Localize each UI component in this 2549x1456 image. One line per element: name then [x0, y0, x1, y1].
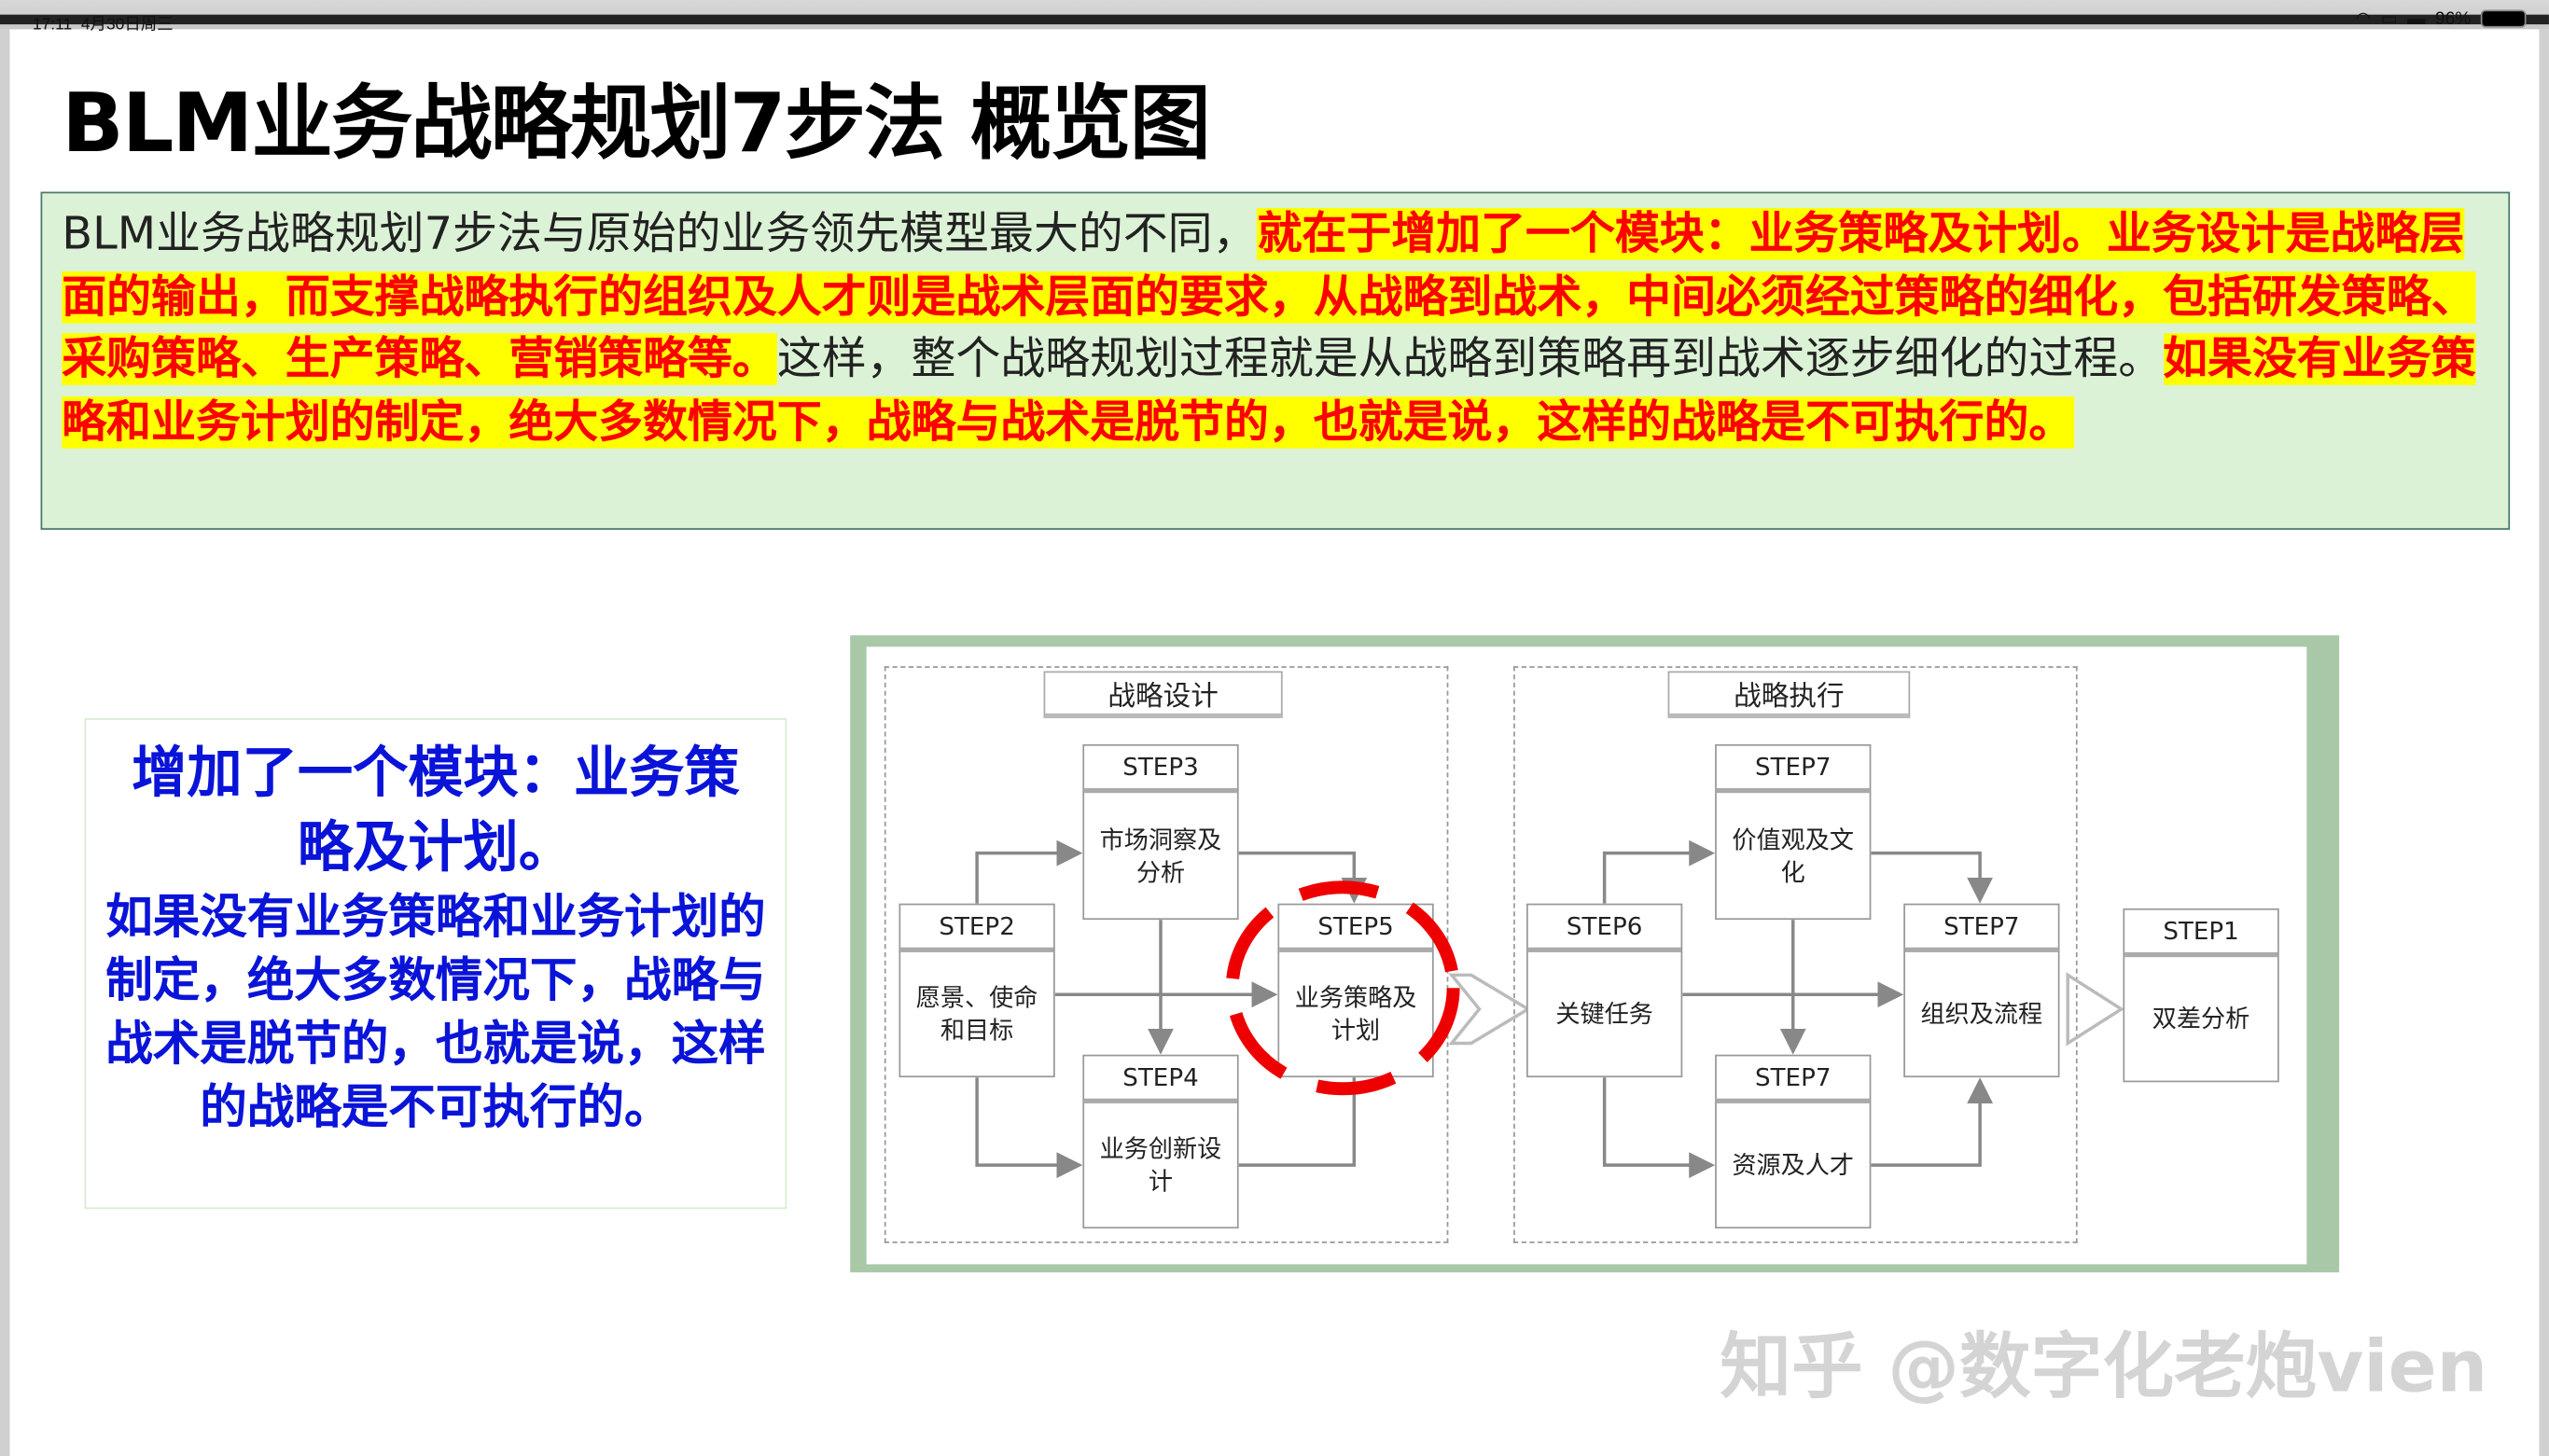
step7-resources-text: 资源及人才	[1732, 1150, 1855, 1180]
arrow-step6-step7a	[1602, 839, 1716, 904]
execution-group	[1513, 666, 2078, 1243]
step1-box: STEP1 双差分析	[2123, 908, 2279, 1083]
step4-box: STEP4 业务创新设计	[1082, 1054, 1239, 1229]
watermark: 知乎 @数字化老炮vien	[1720, 1325, 2488, 1409]
frame-edge-left	[0, 29, 10, 1456]
battery-percent: 96%	[2434, 8, 2472, 29]
battery-icon	[2480, 9, 2527, 28]
wifi-icon: ◠	[2355, 9, 2372, 30]
hollow-arrow-design-to-exec	[1448, 973, 1532, 1046]
arrow-step7a-step7c	[1871, 851, 1994, 904]
step5-label: STEP5	[1279, 905, 1432, 952]
step7-culture-label: STEP7	[1716, 746, 1870, 794]
step7-culture-text: 价值观及文化	[1732, 825, 1855, 887]
step2-label: STEP2	[900, 905, 1054, 952]
step7-organization-box: STEP7 组织及流程	[1903, 903, 2060, 1078]
arrow-step2-step4	[975, 1077, 1083, 1179]
status-bar-band	[0, 14, 2549, 25]
bed-icon: ▬	[2407, 8, 2426, 29]
status-time: 17:11	[32, 16, 73, 35]
step5-text: 业务策略及计划	[1294, 983, 1417, 1046]
arrow-step7b-step7c	[1871, 1077, 1994, 1167]
step3-box: STEP3 市场洞察及分析	[1082, 743, 1239, 921]
step2-text: 愿景、使命和目标	[915, 983, 1038, 1046]
step3-text: 市场洞察及分析	[1099, 825, 1222, 887]
step1-text: 双差分析	[2152, 1004, 2250, 1034]
line-step4-step5	[1238, 1077, 1357, 1167]
step6-label: STEP6	[1527, 905, 1681, 952]
page-title: BLM业务战略规划7步法 概览图	[62, 76, 1211, 171]
execution-label: 战略执行	[1667, 671, 1911, 719]
step7-culture-box: STEP7 价值观及文化	[1715, 743, 1872, 921]
arrow-step6-step7b	[1602, 1077, 1716, 1179]
step7-resources-box: STEP7 资源及人才	[1715, 1054, 1872, 1229]
step6-text: 关键任务	[1555, 999, 1653, 1029]
status-time-date: 17:11 4月30日周三	[33, 9, 174, 34]
arrow-step2-step3	[975, 839, 1083, 904]
step7-organization-text: 组织及流程	[1920, 999, 2043, 1029]
side-note-body: 如果没有业务策略和业务计划的制定，绝大多数情况下，战略与战术是脱节的，也就是说，…	[105, 888, 766, 1135]
step7-resources-label: STEP7	[1716, 1056, 1870, 1103]
step6-box: STEP6 关键任务	[1526, 903, 1683, 1078]
summary-text-2: 这样，整个战略规划过程就是从战略到策略再到战术逐步细化的过程。	[776, 333, 2164, 385]
step4-label: STEP4	[1084, 1056, 1237, 1103]
step1-label: STEP1	[2124, 910, 2277, 958]
side-note: 增加了一个模块：业务策略及计划。 如果没有业务策略和业务计划的制定，绝大多数情况…	[84, 718, 787, 1210]
step3-label: STEP3	[1084, 746, 1237, 794]
status-indicators: ◠ ▭ ▬ 96%	[2356, 8, 2527, 30]
design-label: 战略设计	[1043, 671, 1283, 719]
summary-text-1: BLM业务战略规划7步法与原始的业务领先模型最大的不同，	[62, 208, 1258, 260]
step4-text: 业务创新设计	[1099, 1134, 1222, 1197]
step7-organization-label: STEP7	[1904, 905, 2058, 952]
status-date: 4月30日周三	[80, 16, 174, 35]
step5-box: STEP5 业务策略及计划	[1277, 903, 1434, 1078]
airplay-icon: ▭	[2380, 9, 2398, 30]
hollow-arrow-exec-to-step1	[2066, 972, 2124, 1047]
step2-box: STEP2 愿景、使命和目标	[898, 903, 1055, 1078]
arrow-step3-step5	[1238, 851, 1368, 904]
summary-box: BLM业务战略规划7步法与原始的业务领先模型最大的不同，就在于增加了一个模块：业…	[40, 191, 2511, 530]
frame-edge-right	[2539, 29, 2549, 1456]
side-note-heading: 增加了一个模块：业务策略及计划。	[132, 741, 740, 881]
